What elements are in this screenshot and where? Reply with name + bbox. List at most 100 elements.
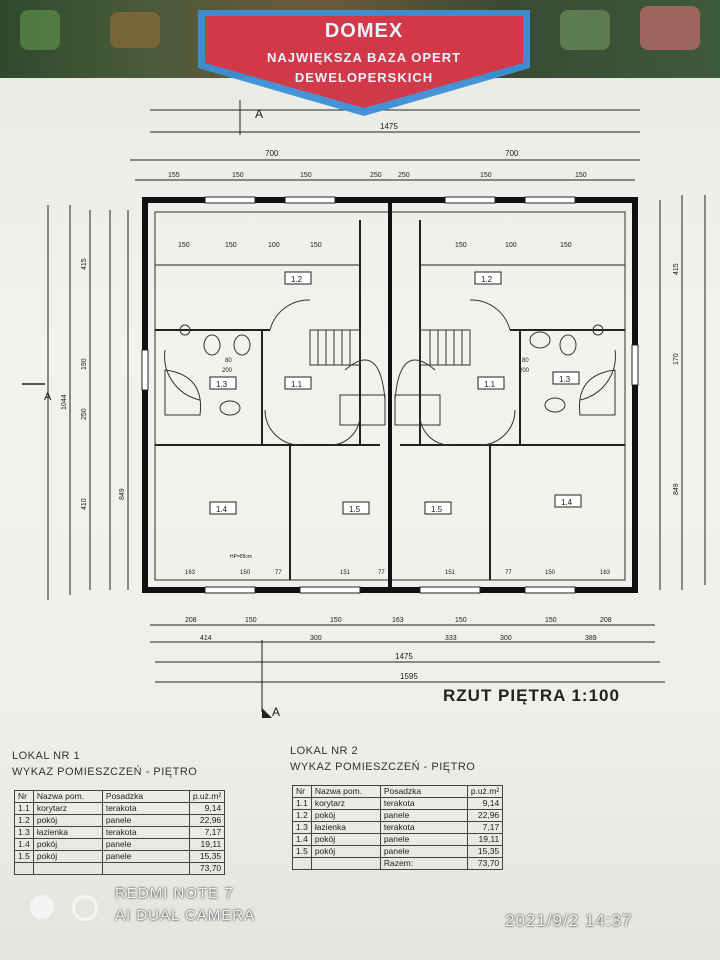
room-tag-left: 1.5 [349,505,361,514]
table-total-row: 73,70 [14,862,226,875]
lokal1-heading-1: LOKAL NR 1 [12,750,81,762]
room-tag-left: 1.1 [291,380,303,389]
watermark-dot-ring-icon [72,895,98,921]
dim-bottom-row2: 333 [445,635,457,642]
col-floor: Posadzka [101,790,190,803]
lokal1-heading-2: WYKAZ POMIESZCZEŃ - PIĘTRO [12,766,198,778]
cell: pokój [310,845,381,858]
dim-top-row: 150 [232,172,244,179]
cell: 19,11 [466,833,504,846]
dim-inner-row: 150 [310,242,322,249]
dim-top-row: 150 [480,172,492,179]
dim-bottom-row2: 300 [310,635,322,642]
dim-top-row: 150 [575,172,587,179]
door-label-200-r: 200 [519,368,530,374]
dim-small-bottom: 77 [275,570,282,576]
table-total-row: Razem:73,70 [292,857,504,870]
cell: terakota [379,821,468,834]
cell: 1.1 [14,802,34,815]
total-value: 73,70 [466,857,504,870]
dim-bottom-row1: 208 [185,617,197,624]
cell: 7,17 [188,826,226,839]
dim-right: 415 [673,263,680,275]
dim-inner-row: 150 [560,242,572,249]
cell: 19,11 [188,838,226,851]
col-name: Nazwa pom. [310,785,381,798]
dim-small-bottom: 151 [340,570,351,576]
dim-inner-row: 150 [225,242,237,249]
cell: 9,14 [466,797,504,810]
dim-top-row: 250 [370,172,382,179]
cell: 1.4 [292,833,312,846]
cell: łazienka [310,821,381,834]
room-tag-left: 1.2 [291,275,303,284]
dim-small-bottom: 163 [600,570,611,576]
total-label [101,862,190,875]
cell: pokój [32,838,103,851]
cell: 1.5 [292,845,312,858]
total-label: Razem: [379,857,468,870]
cell: panele [101,814,190,827]
dim-bottom-row1: 150 [455,617,467,624]
banner-tagline-2: DEWELOPERSKICH [294,70,434,85]
dim-top-half-1: 700 [505,149,519,158]
dim-left: 1044 [61,394,68,410]
col-nr: Nr [292,785,312,798]
cell: terakota [101,826,190,839]
cell: terakota [101,802,190,815]
cell: pokój [310,809,381,822]
cell: pokój [310,833,381,846]
cell: 1.2 [292,809,312,822]
cell: panele [379,809,468,822]
dim-top-row: 150 [300,172,312,179]
room-tag-left: 1.3 [216,380,228,389]
plan-title: RZUT PIĘTRA 1:100 [443,686,620,705]
cell: panele [101,838,190,851]
cell: 1.3 [14,826,34,839]
dim-bottom-inner: 1475 [395,652,413,661]
dim-top-inner: 1475 [380,122,398,131]
dim-right: 170 [673,353,680,365]
cell: 1.5 [14,850,34,863]
section-mark-bottom: A [272,705,280,719]
table-header-row: Nr Nazwa pom. Posadzka p.uż.m² [14,790,226,803]
cell: 1.2 [14,814,34,827]
cell: łazienka [32,826,103,839]
room-tag-right: 1.1 [484,380,496,389]
room-tag-left: 1.4 [216,505,228,514]
lokal2-heading-2: WYKAZ POMIESZCZEŃ - PIĘTRO [290,761,476,773]
cell: pokój [32,814,103,827]
cell: panele [379,845,468,858]
cell: pokój [32,850,103,863]
cell: 7,17 [466,821,504,834]
lokal2-heading-1: LOKAL NR 2 [290,745,359,757]
cell: 1.1 [292,797,312,810]
watermark-dot-filled-icon [30,895,54,919]
cell: 1.3 [292,821,312,834]
col-area: p.uż.m² [188,790,226,803]
dim-small-bottom: 77 [378,570,385,576]
dim-top-row: 155 [168,172,180,179]
cell: korytarz [310,797,381,810]
banner-brand: DOMEX [324,20,404,42]
dim-bottom-row1: 208 [600,617,612,624]
dim-bottom-row1: 150 [245,617,257,624]
col-nr: Nr [14,790,34,803]
cell: 1.4 [14,838,34,851]
door-label-80-r: 80 [522,358,529,364]
dim-bottom-row1: 150 [545,617,557,624]
dim-left: 415 [81,258,88,270]
domex-banner: DOMEX NAJWIĘKSZA BAZA OPERT DEWELOPERSKI… [196,8,532,118]
dim-right: 849 [673,483,680,495]
total-value: 73,70 [188,862,226,875]
dim-left: 250 [81,408,88,420]
cell: terakota [379,797,468,810]
lokal1-heading: LOKAL NR 1 WYKAZ POMIESZCZEŃ - PIĘTRO [12,748,197,780]
